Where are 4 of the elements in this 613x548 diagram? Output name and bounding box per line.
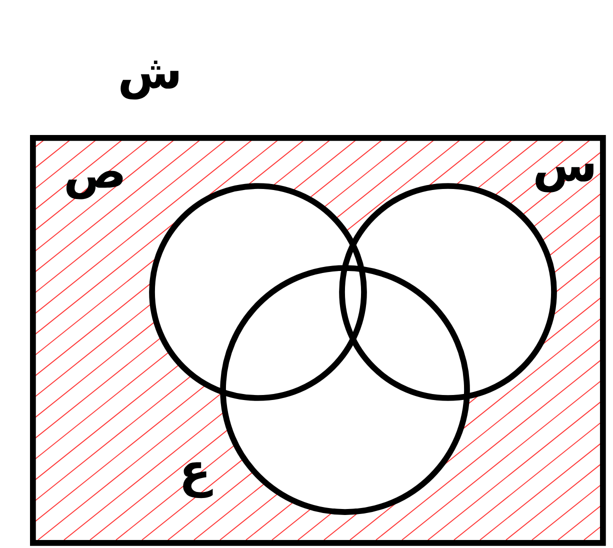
universal-set-rectangle [30,135,606,546]
set-circle [220,265,470,515]
set-label: ش [120,60,178,100]
set-circle [149,183,367,401]
